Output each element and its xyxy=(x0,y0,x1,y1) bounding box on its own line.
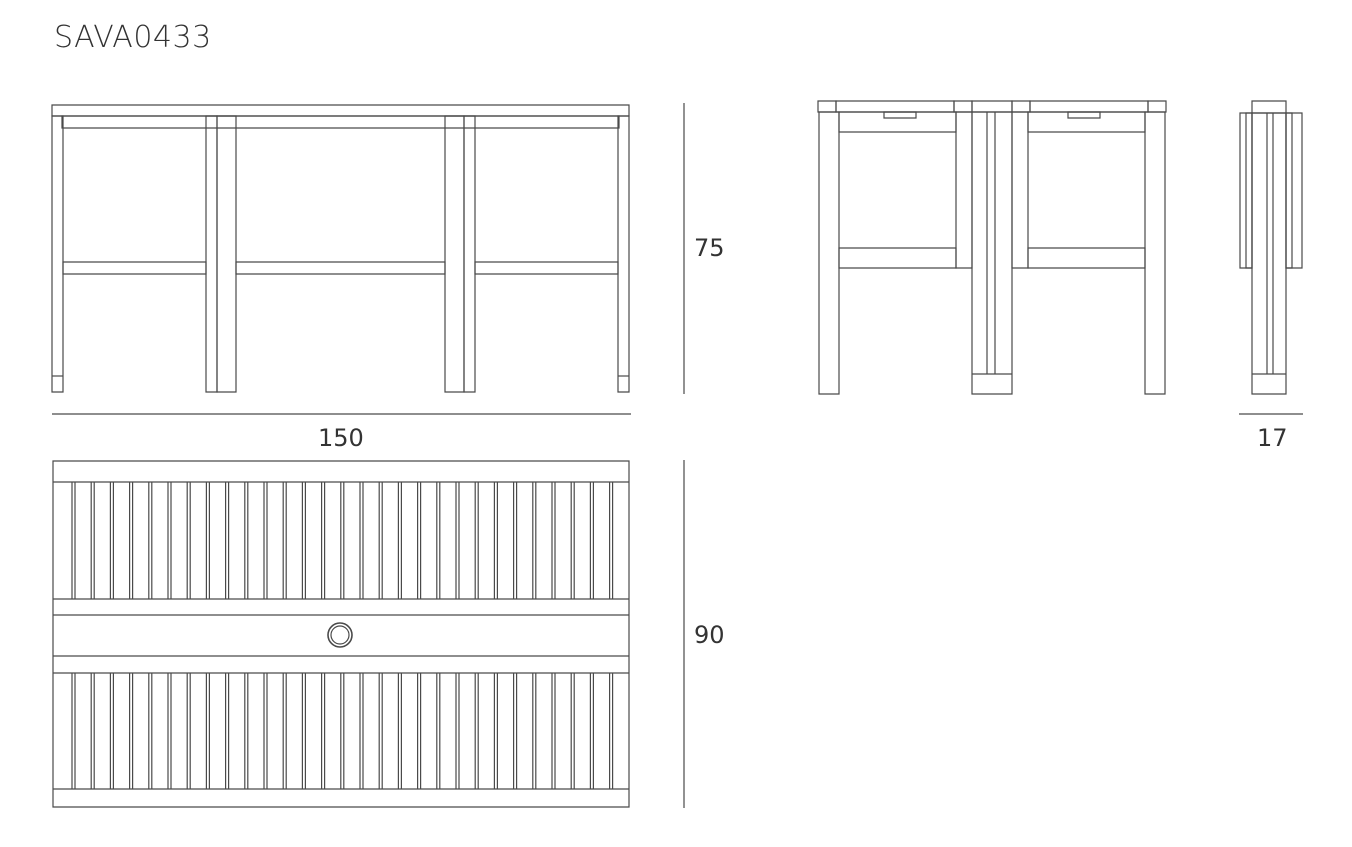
folded-view xyxy=(1239,101,1303,414)
top-view xyxy=(53,460,684,808)
folded-depth-dimension: 17 xyxy=(1257,424,1288,452)
width-dimension: 150 xyxy=(318,424,364,452)
product-code: SAVA0433 xyxy=(54,20,212,55)
front-view xyxy=(52,103,684,414)
depth-dimension: 90 xyxy=(694,621,725,649)
side-view xyxy=(818,101,1166,394)
height-dimension: 75 xyxy=(694,234,725,262)
